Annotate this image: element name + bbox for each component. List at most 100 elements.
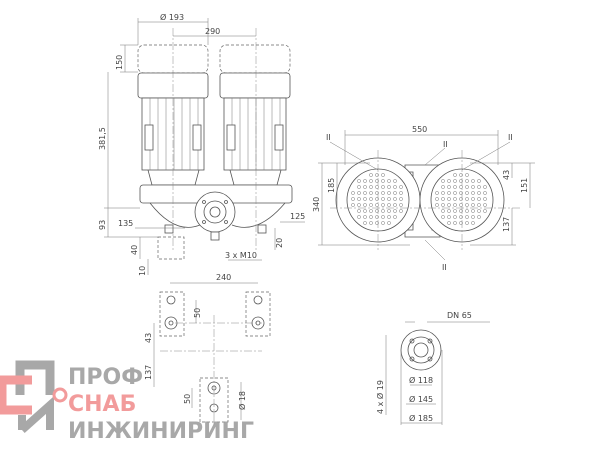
- grill-hole: [369, 173, 373, 177]
- grill-hole: [459, 203, 463, 207]
- grill-hole: [465, 209, 469, 213]
- grill-hole: [465, 203, 469, 207]
- grill-hole: [375, 215, 379, 219]
- grill-hole: [375, 173, 379, 177]
- grill-hole: [477, 197, 481, 201]
- grill-hole: [477, 215, 481, 219]
- top-view: 550 340 185 43 151 137 II II II II: [312, 125, 535, 272]
- grill-hole: [375, 221, 379, 225]
- grill-hole: [435, 203, 439, 207]
- grill-hole: [459, 173, 463, 177]
- grill-hole: [453, 179, 457, 183]
- grill-hole: [459, 185, 463, 189]
- grill-hole: [381, 209, 385, 213]
- grill-hole: [477, 203, 481, 207]
- grill-hole: [453, 185, 457, 189]
- grill-hole: [357, 191, 361, 195]
- dim-height-151: 151: [520, 178, 529, 193]
- grill-hole: [357, 185, 361, 189]
- foundation-view: 240 50 43 137 50 Ø 18: [144, 273, 271, 425]
- dim-pump-height: 93: [98, 220, 107, 230]
- grill-hole: [477, 185, 481, 189]
- marker-ii: II: [442, 263, 447, 272]
- grill-hole: [441, 209, 445, 213]
- grill-hole: [465, 215, 469, 219]
- grill-hole: [459, 221, 463, 225]
- grill-hole: [471, 209, 475, 213]
- grill-hole: [387, 203, 391, 207]
- front-view: Ø 193 290 150 381,5 93 135 125 3 x M10 2…: [98, 12, 305, 276]
- dim-height-10: 10: [138, 266, 147, 276]
- grill-hole: [357, 179, 361, 183]
- grill-hole: [471, 197, 475, 201]
- grill-hole: [477, 209, 481, 213]
- dim-motor-height: 381,5: [98, 127, 107, 150]
- grill-hole: [375, 209, 379, 213]
- grill-hole: [387, 221, 391, 225]
- dim-spacing-50-top: 50: [193, 308, 202, 318]
- grill-hole: [393, 179, 397, 183]
- grill-hole: [369, 221, 373, 225]
- grill-hole: [447, 203, 451, 207]
- grill-hole: [477, 191, 481, 195]
- grill-hole: [447, 179, 451, 183]
- grill-hole: [399, 197, 403, 201]
- grill-hole: [447, 191, 451, 195]
- grill-hole: [477, 179, 481, 183]
- grill-hole: [447, 197, 451, 201]
- dim-height-43: 43: [502, 170, 511, 180]
- grill-hole: [351, 191, 355, 195]
- grill-hole: [393, 203, 397, 207]
- watermark-line2: СНАБ: [68, 392, 136, 417]
- pump-housing: [139, 184, 293, 260]
- grill-hole: [375, 197, 379, 201]
- grill-hole: [375, 179, 379, 183]
- grill-hole: [381, 197, 385, 201]
- grill-hole: [369, 179, 373, 183]
- grill-hole: [459, 197, 463, 201]
- grill-hole: [369, 191, 373, 195]
- grill-hole: [465, 191, 469, 195]
- grill-hole: [483, 209, 487, 213]
- dim-offset-137: 137: [144, 365, 153, 380]
- grill-hole: [465, 197, 469, 201]
- grill-hole: [393, 185, 397, 189]
- grill-hole: [399, 203, 403, 207]
- grill-hole: [483, 191, 487, 195]
- grill-hole: [387, 209, 391, 213]
- watermark-icon: [0, 360, 68, 433]
- dim-spacing-50-bottom: 50: [183, 394, 192, 404]
- dim-offset-43: 43: [144, 333, 153, 343]
- marker-ii: II: [443, 140, 448, 149]
- dim-motor-diameter: Ø 193: [160, 12, 184, 22]
- grill-hole: [465, 185, 469, 189]
- grill-hole: [441, 185, 445, 189]
- grill-hole: [471, 191, 475, 195]
- grill-hole: [357, 215, 361, 219]
- grill-hole: [453, 191, 457, 195]
- watermark-line3: ИНЖИНИРИНГ: [68, 419, 254, 444]
- dim-d118: Ø 118: [409, 375, 433, 385]
- grill-hole: [363, 191, 367, 195]
- dim-motor-spacing: 290: [205, 27, 220, 36]
- grill-hole: [459, 179, 463, 183]
- grill-hole: [399, 185, 403, 189]
- grill-hole: [375, 191, 379, 195]
- grill-hole: [357, 203, 361, 207]
- watermark-logo: ПРОФ СНАБ ИНЖИНИРИНГ: [0, 360, 254, 444]
- grill-hole: [381, 203, 385, 207]
- grill-hole: [471, 185, 475, 189]
- dim-height-137: 137: [502, 217, 511, 232]
- grill-hole: [375, 185, 379, 189]
- grill-hole: [459, 209, 463, 213]
- grill-hole: [441, 179, 445, 183]
- grill-hole: [381, 173, 385, 177]
- grill-hole: [351, 203, 355, 207]
- grill-hole: [363, 221, 367, 225]
- grill-hole: [363, 185, 367, 189]
- grill-hole: [369, 185, 373, 189]
- grill-hole: [369, 209, 373, 213]
- watermark-line1: ПРОФ: [68, 365, 143, 390]
- grill-hole: [387, 197, 391, 201]
